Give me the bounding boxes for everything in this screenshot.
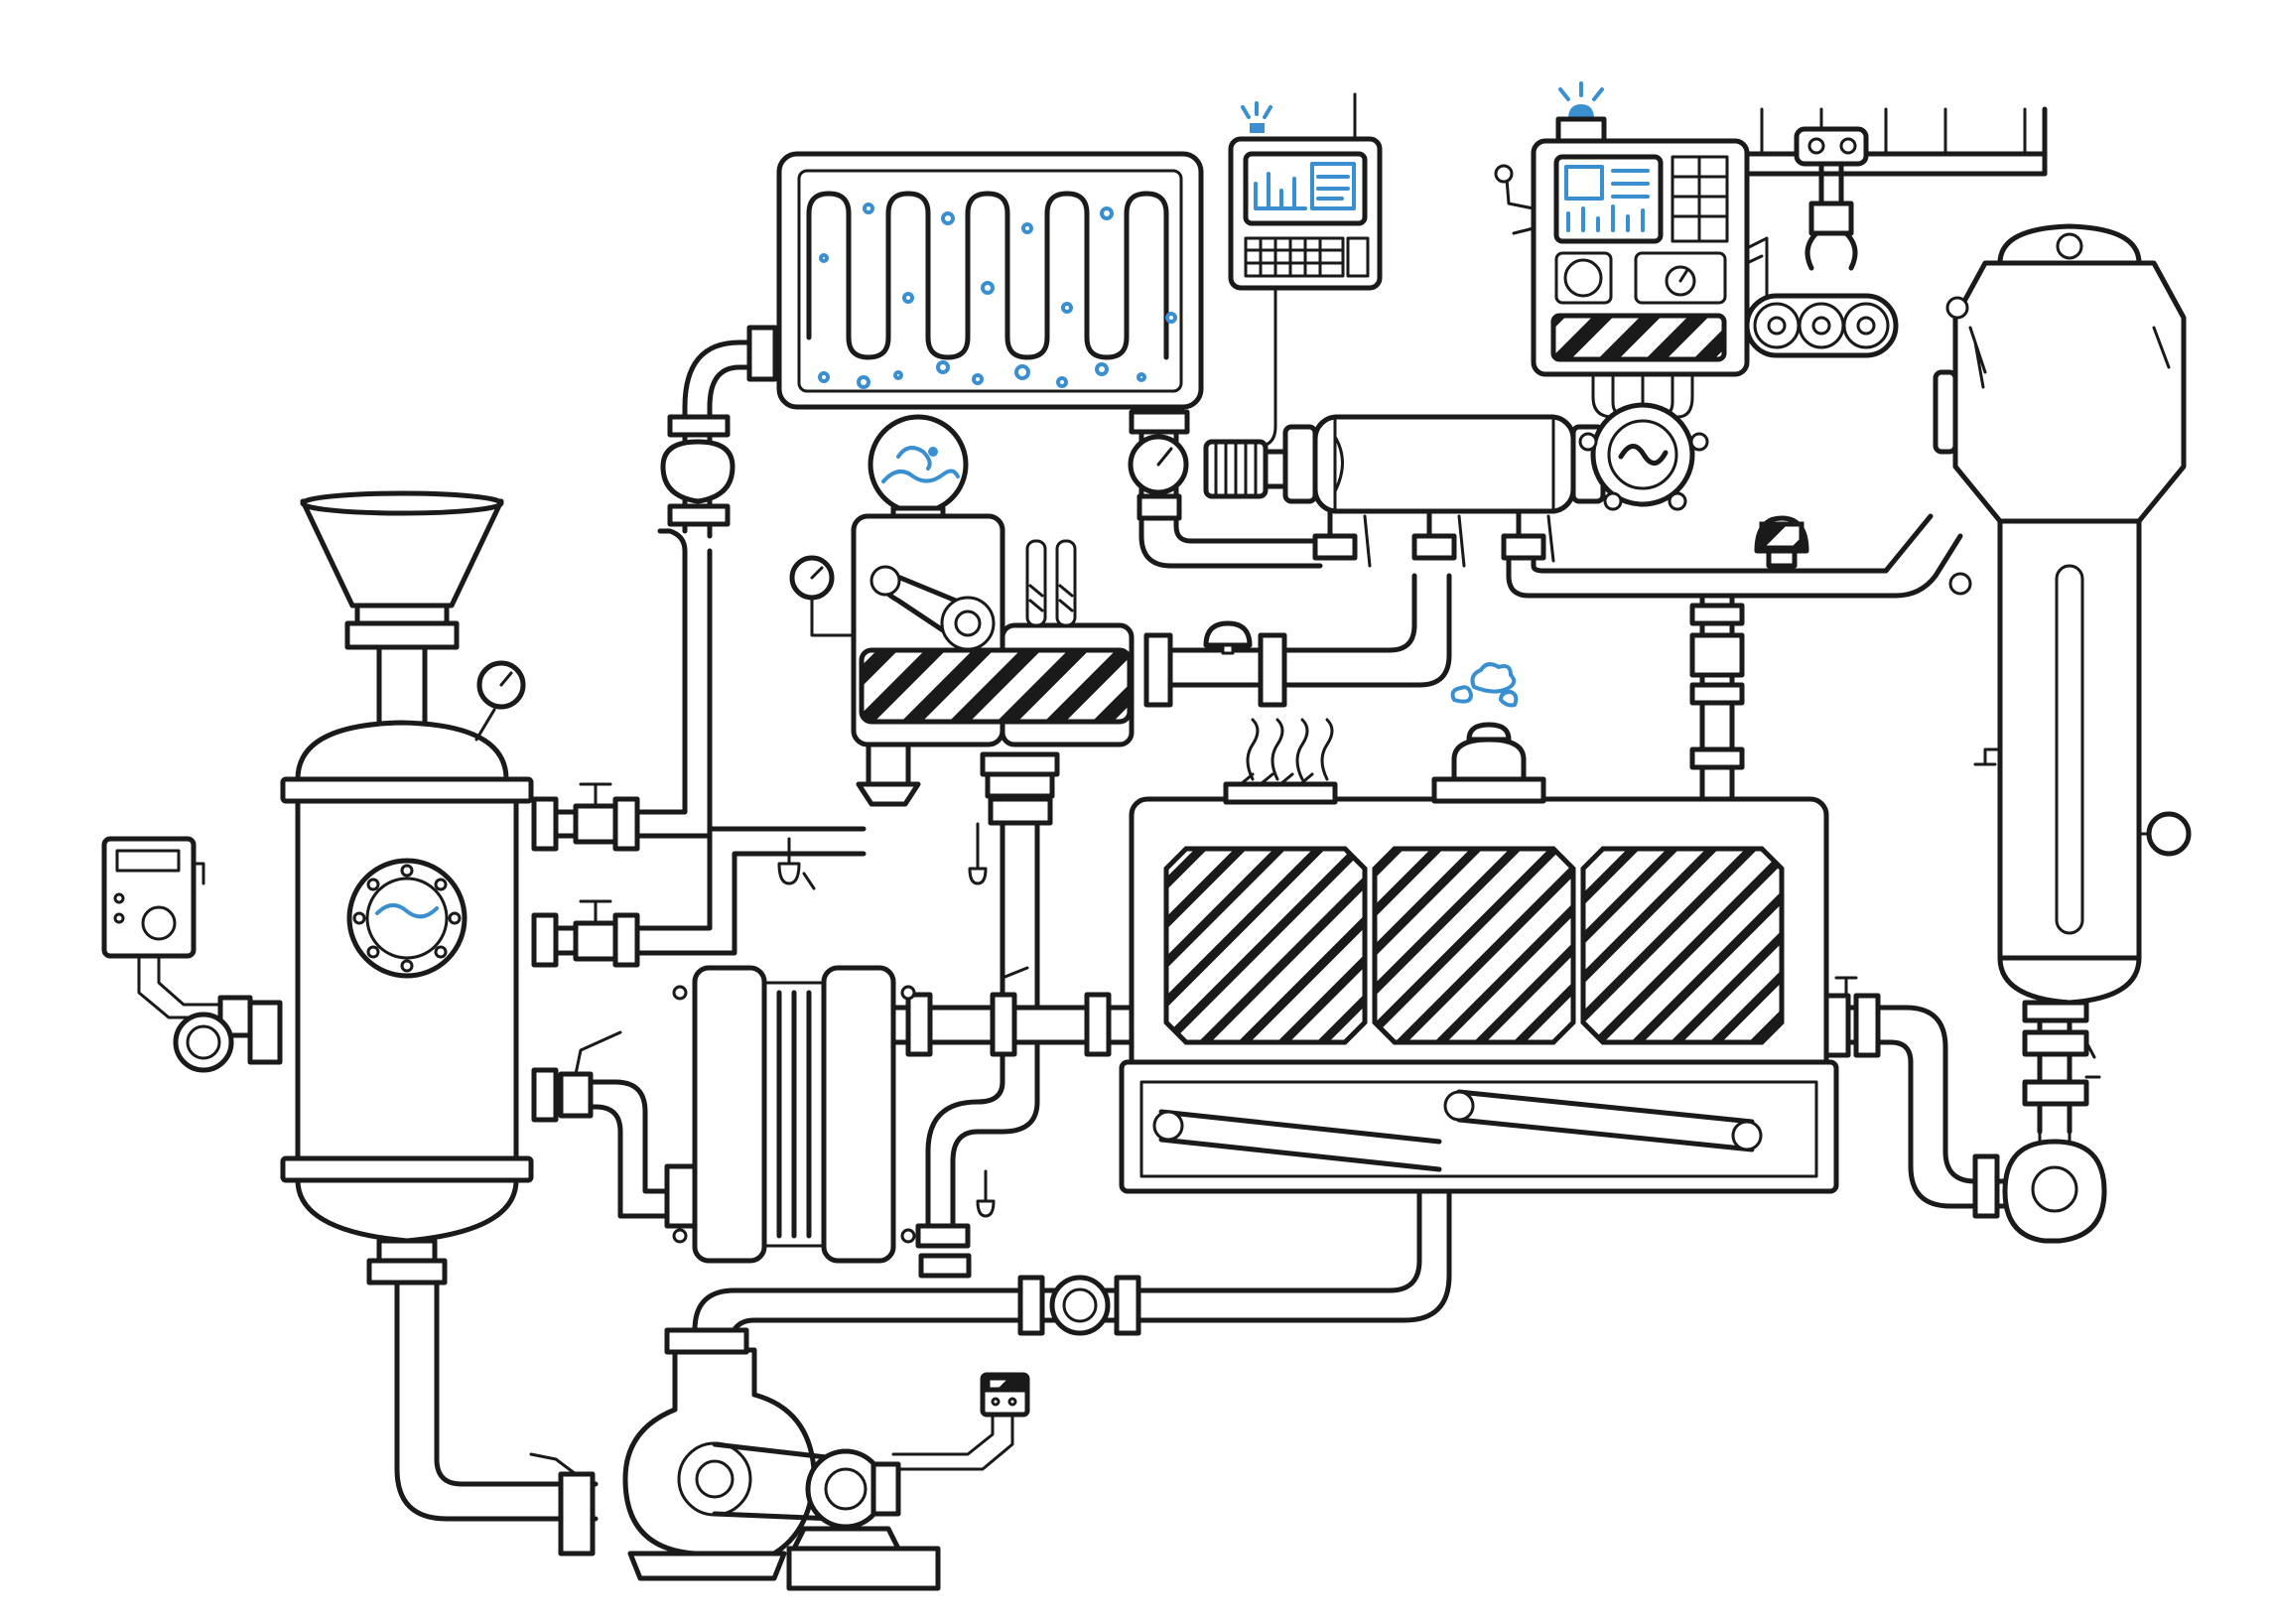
heat-exchanger-icon (692, 965, 767, 1264)
manifold-valves (1312, 508, 1555, 568)
vessel-valve-lower (531, 1030, 622, 1123)
flow-meter (1017, 1275, 1141, 1336)
plate-heat-exchanger (664, 965, 916, 1264)
reactor-unit (1119, 662, 1839, 1194)
robotic-gantry (1744, 106, 2048, 358)
vessel-valve-upper (531, 782, 640, 852)
serpentine-coil-icon (806, 191, 1169, 360)
motor-controller (980, 1372, 1030, 1418)
reactor-outlet-valve (1823, 976, 1881, 1058)
pump-icon (2002, 1139, 2107, 1244)
riser-check-valve (660, 414, 735, 527)
centrifugal-pump (529, 1327, 873, 1581)
monitor-terminal (1228, 92, 1383, 291)
sight-glass (346, 858, 468, 979)
hx-return-valve (915, 1169, 996, 1279)
horizontal-cylinder (1282, 414, 1606, 514)
control-panel (1494, 81, 1750, 454)
outlet-pump (1972, 1115, 2107, 1244)
pressure-gauge-icon (2146, 811, 2192, 857)
motor-drive (1203, 439, 1288, 499)
robot-claw-icon (1805, 230, 1858, 271)
reactor-inlet-flanges (905, 966, 1112, 1057)
gear-mixer (777, 414, 1287, 890)
side-controller (101, 836, 283, 1073)
thermostat-icon (101, 836, 197, 959)
mixer-drop-pipe (968, 751, 1060, 885)
turbine-generator (1578, 402, 1709, 511)
motor-drive-lower (786, 1448, 941, 1591)
feed-hopper (300, 490, 504, 728)
main-vessel (280, 660, 534, 1286)
coil-condenser (746, 151, 1204, 435)
manifold-indicator (1689, 515, 1809, 770)
distillation-column (1933, 223, 2192, 1107)
condenser-outlet-gauge (1128, 434, 1189, 521)
vessel-valve-middle (531, 899, 640, 968)
